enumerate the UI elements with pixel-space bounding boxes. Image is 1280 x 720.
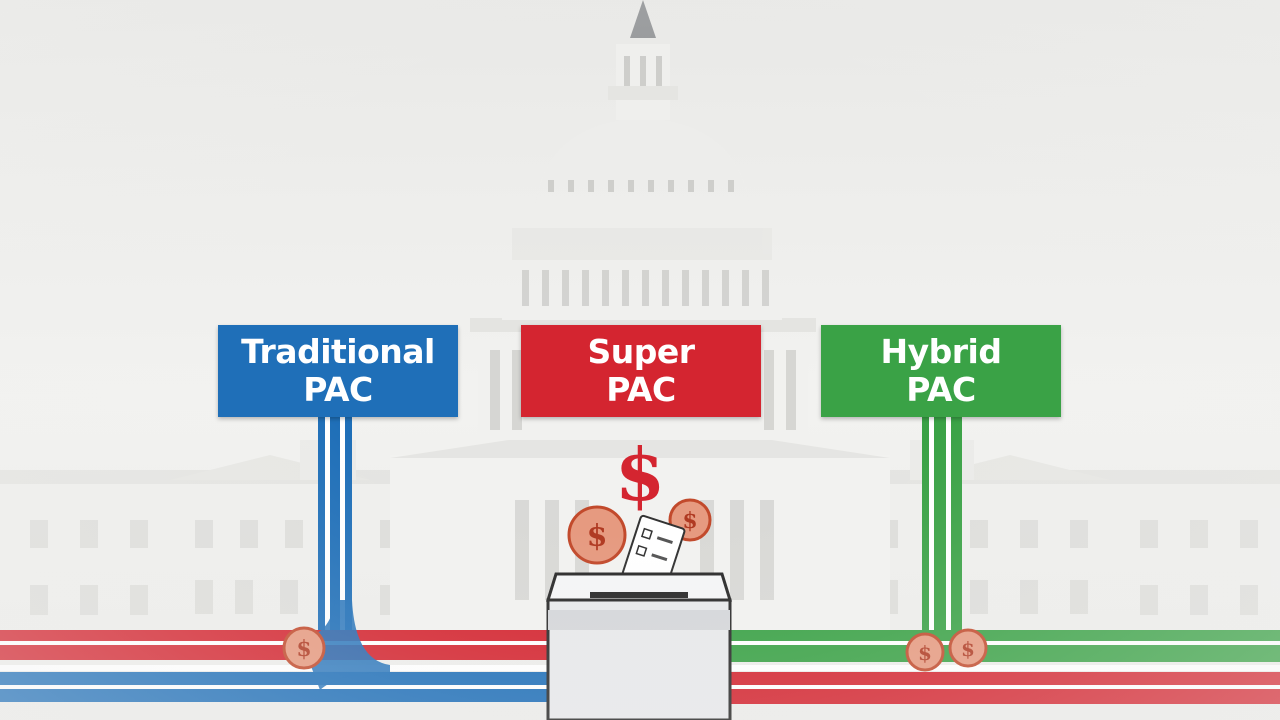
coin-icon: $ (948, 628, 988, 668)
hybrid-pac-line1: Hybrid (880, 332, 1002, 371)
right-stripes (730, 630, 1280, 704)
svg-text:$: $ (587, 519, 608, 554)
traditional-pac-sign: Traditional PAC (218, 325, 458, 417)
svg-text:$: $ (961, 637, 975, 661)
traditional-pac-line1: Traditional (241, 332, 435, 371)
left-stripes (0, 600, 548, 702)
coin-icon: $ (567, 505, 627, 565)
svg-text:$: $ (918, 641, 932, 665)
svg-text:$: $ (682, 508, 697, 534)
hybrid-pac-line2: PAC (906, 370, 976, 409)
coin-icon: $ (282, 626, 326, 670)
traditional-pac-line2: PAC (303, 370, 373, 409)
hybrid-pipe (922, 417, 962, 637)
svg-text:$: $ (615, 432, 665, 517)
svg-text:$: $ (296, 636, 311, 662)
super-pac-line2: PAC (606, 370, 676, 409)
hybrid-pac-sign: Hybrid PAC (821, 325, 1061, 417)
dollar-sign-icon: $ (615, 432, 665, 517)
coin-icon: $ (905, 632, 945, 672)
ballot-box-icon (545, 572, 733, 720)
super-pac-line1: Super (587, 332, 695, 371)
super-pac-sign: Super PAC (521, 325, 761, 417)
capitol-dome-icon (533, 118, 752, 222)
